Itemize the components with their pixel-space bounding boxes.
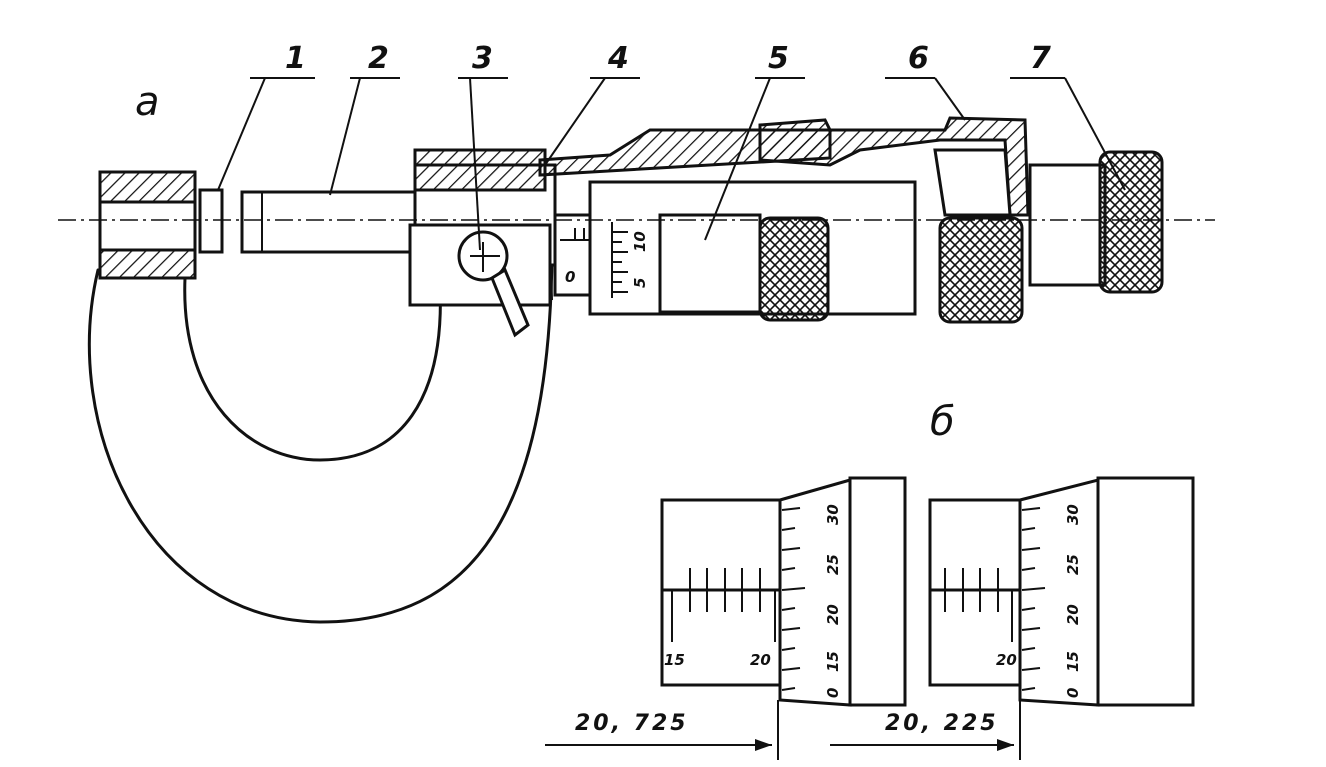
view-a-label: а — [135, 79, 160, 125]
reading-right — [830, 476, 1195, 760]
right-thimble-label-0: 0 — [1064, 688, 1082, 698]
callout-4: 4 — [607, 41, 629, 76]
callout-2: 2 — [368, 41, 389, 76]
thimble-five-label: 5 — [631, 278, 649, 288]
left-thimble-label-0: 0 — [824, 688, 842, 698]
thimble-scale-ticks — [611, 222, 628, 298]
callout-3: 3 — [472, 41, 493, 76]
callout-leaders — [217, 77, 1126, 251]
right-thimble-label-20: 20 — [1064, 604, 1082, 625]
left-thimble-ticks — [781, 507, 806, 691]
callout-1: 1 — [285, 41, 306, 76]
right-sleeve-ticks — [944, 568, 1013, 642]
right-measurement: 20, 225 — [885, 711, 999, 736]
left-thimble-label-30: 30 — [824, 504, 842, 525]
left-thimble-label-25: 25 — [824, 554, 842, 575]
spindle — [240, 190, 422, 254]
thimble — [588, 180, 917, 322]
callout-5: 5 — [768, 41, 789, 76]
right-thimble-ticks — [1021, 507, 1046, 691]
right-sleeve-label-20: 20 — [996, 651, 1017, 669]
left-measurement: 20, 725 — [575, 711, 689, 736]
callout-6: 6 — [908, 41, 929, 76]
micrometer-view-a — [58, 77, 1215, 624]
left-thimble-label-15: 15 — [824, 651, 842, 672]
ratchet-housing — [758, 116, 1030, 324]
left-thimble-label-20: 20 — [824, 604, 842, 625]
anvil — [98, 170, 224, 280]
lock-screw — [457, 230, 530, 338]
reading-left — [545, 476, 907, 760]
thimble-ten-label: 10 — [631, 231, 649, 252]
left-sleeve-label-20: 20 — [750, 651, 771, 669]
sleeve-zero-label: 0 — [565, 268, 575, 286]
ratchet — [1028, 150, 1164, 294]
right-thimble-label-30: 30 — [1064, 504, 1082, 525]
left-sleeve-ticks — [671, 568, 776, 642]
frame — [87, 223, 554, 624]
left-sleeve-label-15: 15 — [664, 651, 685, 669]
right-thimble-label-25: 25 — [1064, 554, 1082, 575]
frame-inner — [183, 276, 442, 462]
view-b-label: б — [930, 399, 955, 445]
callout-7: 7 — [1030, 41, 1051, 76]
right-thimble-label-15: 15 — [1064, 651, 1082, 672]
